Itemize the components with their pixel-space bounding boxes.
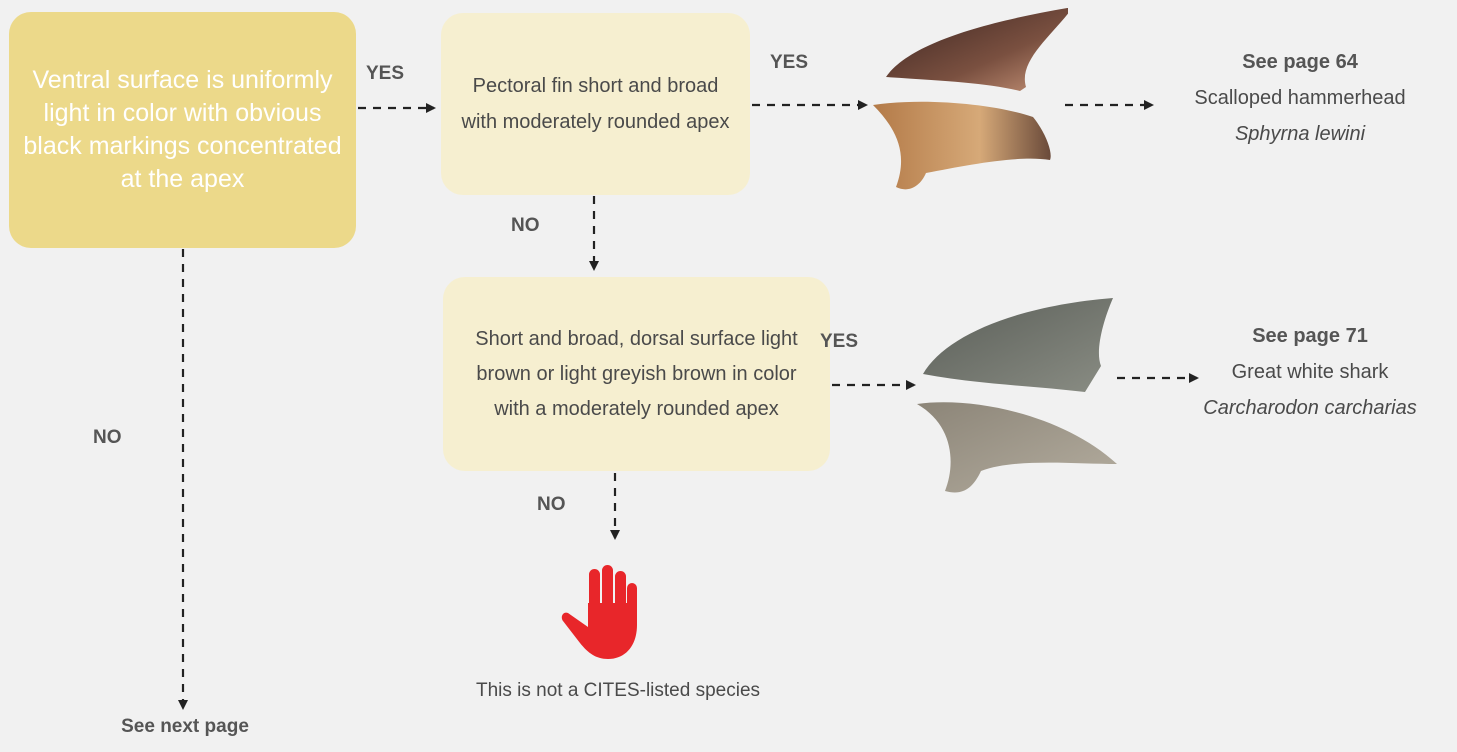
result-scientific-name: Sphyrna lewini [1140,116,1457,152]
stop-hand-icon [560,563,650,663]
result-page-link[interactable]: See page 71 [1160,318,1457,354]
fin-image-great-white-shark [915,296,1120,501]
edge-label-q3-yes: YES [820,331,858,353]
edge-label-q3-no: NO [537,494,566,516]
start-node-text: Ventral surface is uniformly light in co… [21,64,344,196]
result-scalloped-hammerhead: See page 64 Scalloped hammerhead Sphyrna… [1140,44,1457,152]
start-node: Ventral surface is uniformly light in co… [9,12,356,248]
result-great-white-shark: See page 71 Great white shark Carcharodo… [1160,318,1457,426]
result-page-link[interactable]: See page 64 [1140,44,1457,80]
edge-label-start-no: NO [93,427,122,449]
result-common-name: Scalloped hammerhead [1140,80,1457,116]
edge-label-start-yes: YES [366,63,404,85]
see-next-page-link[interactable]: See next page [60,716,310,738]
result-common-name: Great white shark [1160,354,1457,390]
question-node-pectoral-fin-text: Pectoral fin short and broad with modera… [459,68,732,140]
fin-image-scalloped-hammerhead [868,5,1068,190]
edge-label-q2-no: NO [511,215,540,237]
not-cites-listed-text: This is not a CITES-listed species [408,680,828,702]
question-node-pectoral-fin: Pectoral fin short and broad with modera… [441,13,750,195]
result-scientific-name: Carcharodon carcharias [1160,390,1457,426]
question-node-dorsal-surface: Short and broad, dorsal surface light br… [443,277,830,471]
question-node-dorsal-surface-text: Short and broad, dorsal surface light br… [457,322,816,427]
edge-label-q2-yes: YES [770,52,808,74]
